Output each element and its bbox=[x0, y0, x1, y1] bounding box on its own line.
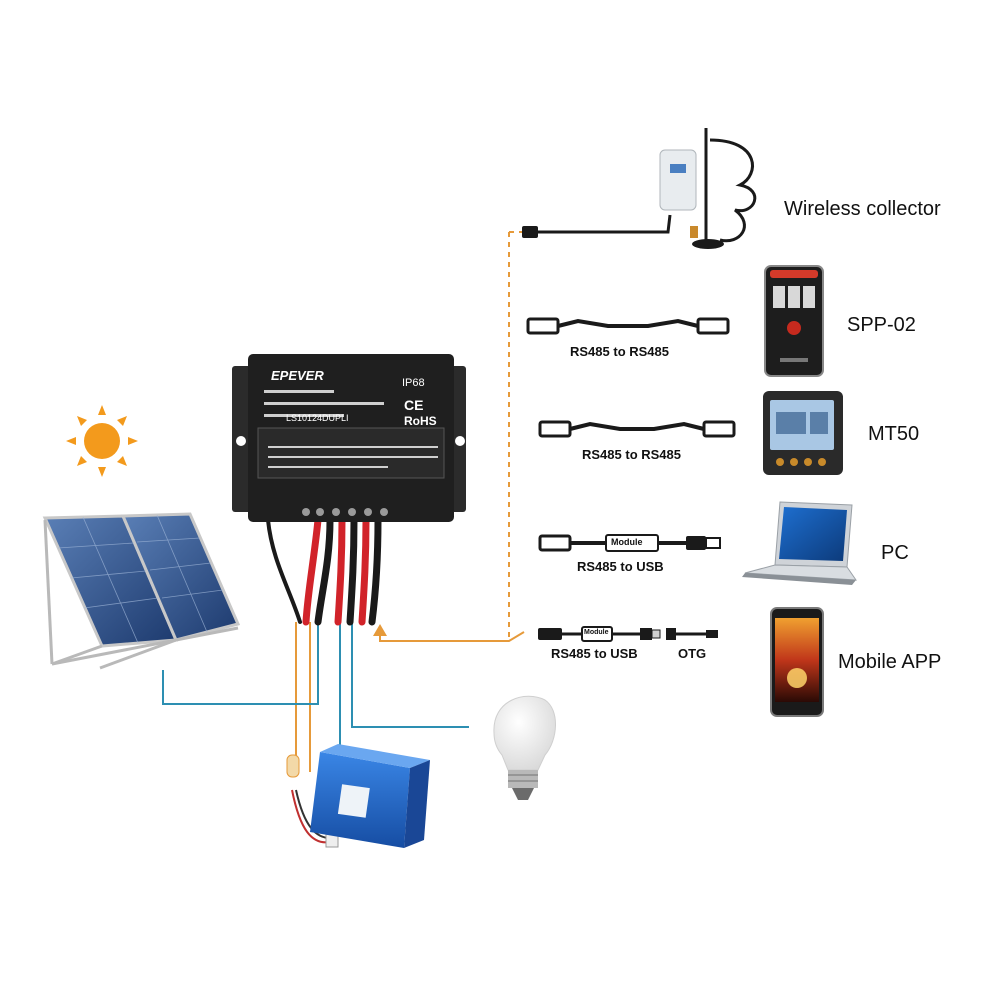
cable-spp02 bbox=[526, 317, 730, 335]
label-pc-module: Module bbox=[611, 537, 643, 547]
charge-controller bbox=[232, 354, 466, 522]
cable-mobile bbox=[538, 626, 718, 642]
label-mobile-app: Mobile APP bbox=[838, 651, 942, 673]
label-mobile-cable: RS485 to USB bbox=[551, 646, 638, 661]
label-pc: PC bbox=[881, 542, 909, 564]
controller-rating: IP68 bbox=[402, 377, 425, 389]
comm-arrow-icon bbox=[373, 624, 387, 636]
controller-wires bbox=[266, 516, 382, 626]
battery-icon bbox=[286, 744, 430, 848]
label-otg: OTG bbox=[678, 646, 707, 661]
controller-mark-ce: CE bbox=[404, 397, 424, 413]
label-spp02: SPP-02 bbox=[847, 314, 916, 336]
laptop-icon bbox=[742, 501, 857, 585]
label-mt50-cable: RS485 to RS485 bbox=[582, 447, 681, 462]
label-wireless-collector: Wireless collector bbox=[784, 198, 941, 220]
cable-mt50 bbox=[538, 420, 736, 438]
controller-model: LS10124DUPLI bbox=[286, 413, 349, 423]
controller-mark-rohs: RoHS bbox=[404, 414, 437, 428]
spp02-icon bbox=[764, 265, 824, 377]
bulb-icon bbox=[493, 695, 556, 800]
label-mt50: MT50 bbox=[868, 423, 920, 445]
phone-icon bbox=[770, 607, 824, 717]
controller-brand: EPEVER bbox=[271, 368, 324, 383]
orange-comm-line bbox=[295, 231, 525, 772]
cable-pc bbox=[538, 534, 721, 552]
wireless-collector-icon bbox=[522, 128, 757, 249]
blue-power-lines bbox=[162, 622, 469, 746]
sun-icon bbox=[66, 405, 138, 477]
label-spp02-cable: RS485 to RS485 bbox=[570, 344, 669, 359]
label-pc-cable: RS485 to USB bbox=[577, 559, 664, 574]
mt50-icon bbox=[763, 391, 843, 475]
label-mobile-module: Module bbox=[584, 629, 609, 636]
solar-panel-icon bbox=[42, 512, 241, 670]
